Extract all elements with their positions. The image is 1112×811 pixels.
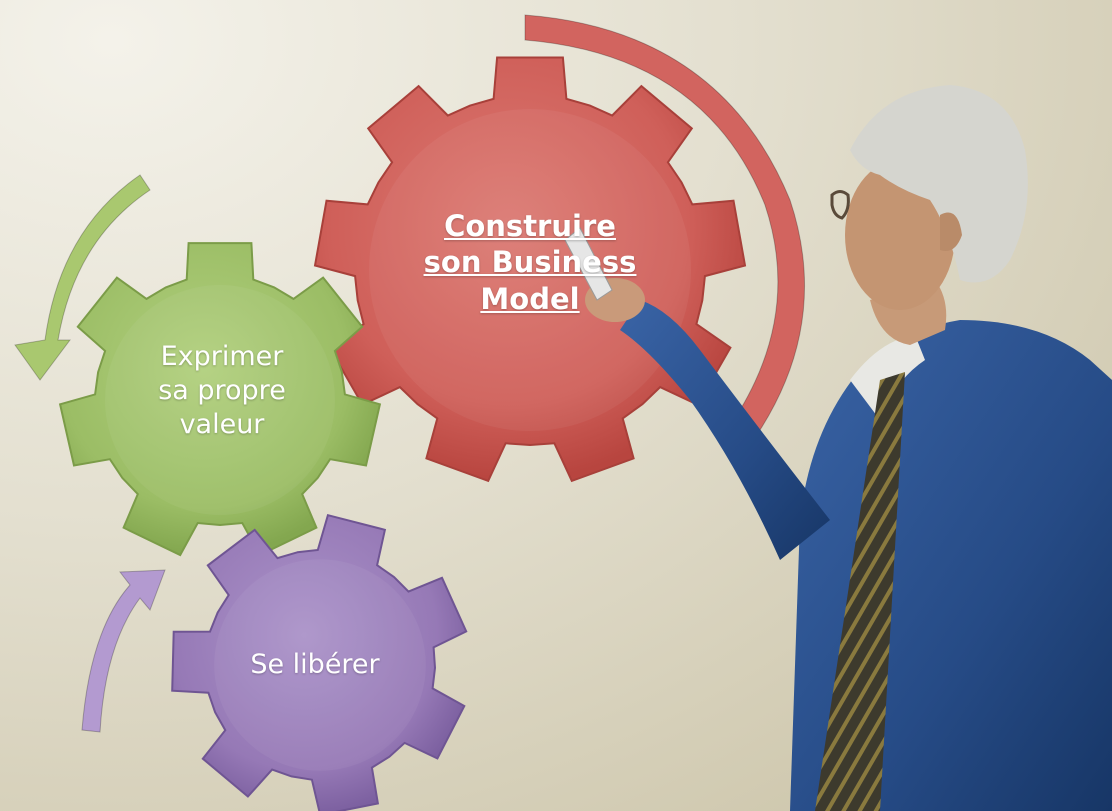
gear-label-liberer: Se libérer: [215, 648, 415, 682]
presenter-arm: [620, 300, 830, 560]
arrow-green-arc: [14, 174, 151, 381]
presenter-ear: [940, 212, 962, 251]
presenter-tie: [815, 372, 905, 811]
presenter-hair: [850, 85, 1028, 283]
gear-label-valeur: Exprimer sa propre valeur: [122, 340, 322, 441]
gear-label-line: Exprimer: [160, 341, 284, 372]
gear-label-line: sa propre: [158, 374, 286, 406]
gear-valeur-highlight: [105, 285, 335, 515]
gear-label-line: son Business: [423, 245, 637, 280]
arrow-purple-arc: [81, 569, 166, 733]
gear-liberer-highlight: [214, 559, 426, 771]
gear-label-line: Model: [480, 281, 580, 316]
gear-liberer: [171, 513, 468, 811]
pointer-remote: [564, 227, 613, 301]
gear-label-line: valeur: [179, 408, 265, 440]
gear-label-line: Se libérer: [250, 649, 380, 680]
gear-label-business-model[interactable]: Construire son Business Model: [405, 208, 655, 317]
presenter-figure: [564, 85, 1112, 811]
presenter-collar: [850, 335, 925, 420]
gear-business-model: [313, 56, 747, 483]
gear-business-model-highlight: [369, 109, 691, 431]
gear-valeur: [58, 242, 382, 557]
glasses-icon: [830, 190, 850, 220]
gear-label-line: Construire: [444, 209, 616, 243]
